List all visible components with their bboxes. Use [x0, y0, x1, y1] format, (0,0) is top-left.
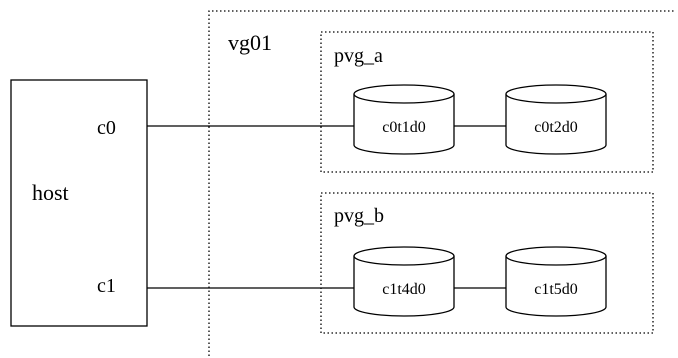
vg01-label: vg01: [228, 30, 272, 55]
host-box: [10, 79, 148, 327]
disk-c0t2d0-label: c0t2d0: [534, 119, 578, 136]
port-c1-label: c1: [97, 275, 116, 297]
disk-c1t5d0: c1t5d0: [505, 246, 607, 317]
vg01-boundary: [208, 10, 676, 356]
disk-c1t4d0-label: c1t4d0: [382, 281, 426, 298]
host-label: host: [32, 180, 69, 205]
disk-c1t4d0: c1t4d0: [353, 246, 455, 317]
disk-c0t1d0: c0t1d0: [353, 84, 455, 155]
disk-c0t1d0-label: c0t1d0: [382, 119, 426, 136]
pvg-a-label: pvg_a: [334, 45, 383, 67]
pvg-b-label: pvg_b: [334, 205, 384, 227]
disk-c1t5d0-label: c1t5d0: [534, 281, 578, 298]
disk-c0t2d0: c0t2d0: [505, 84, 607, 155]
port-c0-label: c0: [97, 117, 116, 139]
